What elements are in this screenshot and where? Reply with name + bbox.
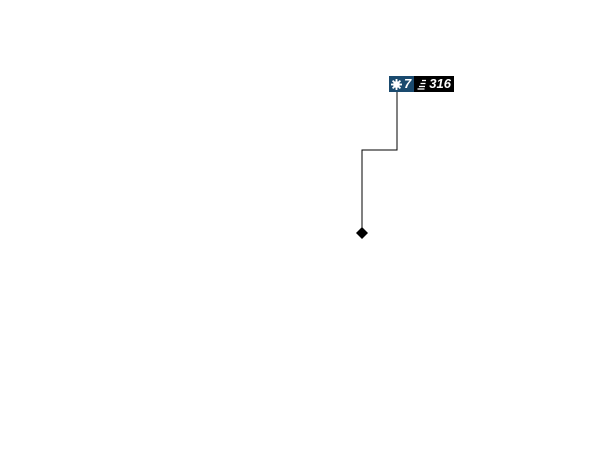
count-segment: 7: [389, 76, 415, 92]
leader-polyline: [361, 92, 398, 233]
value-segment: 316: [414, 76, 454, 92]
count-text: 7: [404, 76, 412, 91]
value-text: 316: [429, 76, 451, 91]
marker-label[interactable]: 7 316: [389, 76, 454, 92]
star-burst-icon: [391, 78, 402, 90]
speed-lines-icon: [417, 79, 427, 90]
diamond-marker[interactable]: [356, 227, 368, 239]
